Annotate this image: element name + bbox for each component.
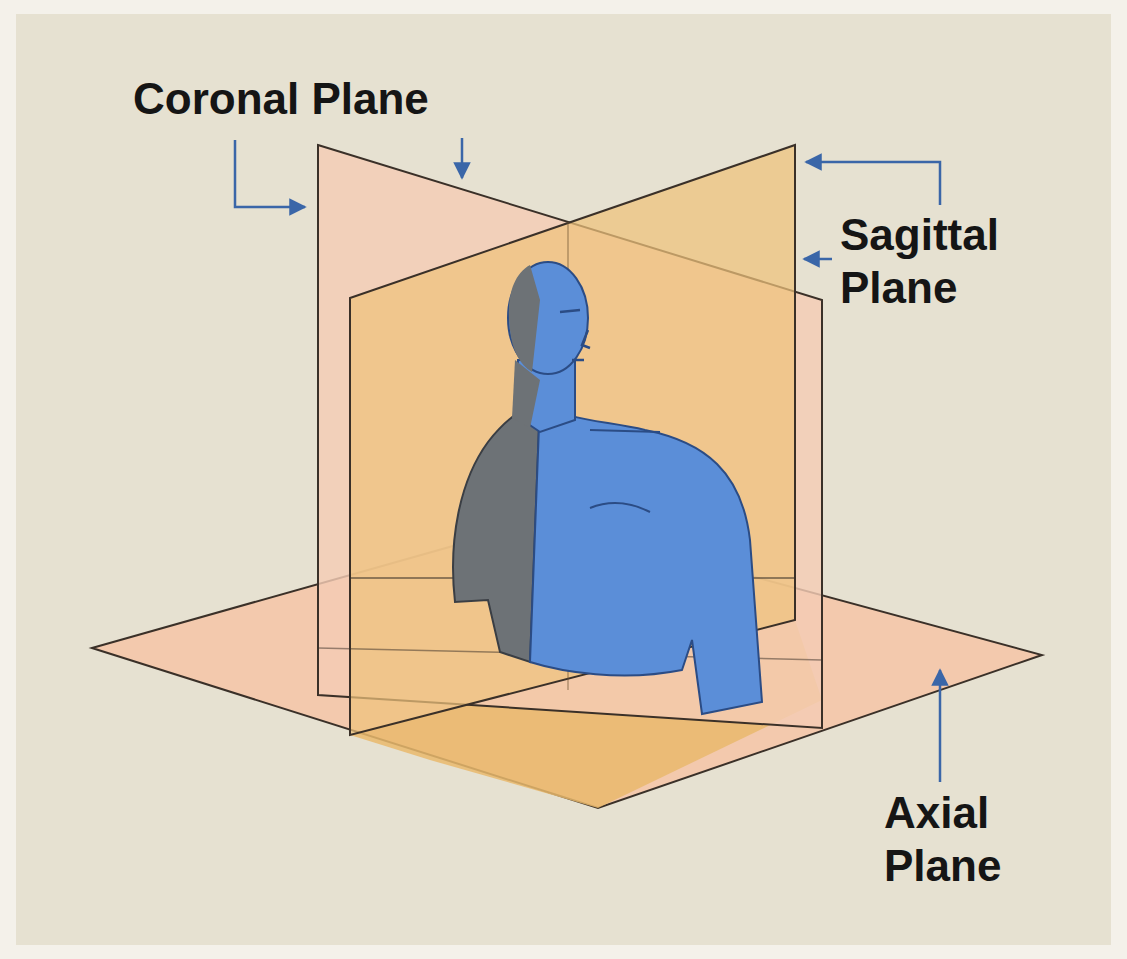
- coronal-leader: [461, 138, 464, 178]
- coronal-leader: [235, 140, 305, 207]
- sagittal-leader: [804, 258, 832, 261]
- sagittal-leader: [806, 162, 940, 205]
- plane-label: Axial Plane: [884, 786, 1064, 892]
- bust-contours: [590, 430, 660, 512]
- bust-lit-half: [530, 400, 762, 714]
- sagittal-plane: [350, 145, 795, 735]
- bust-head-shade: [509, 265, 540, 372]
- human-bust: [453, 262, 762, 714]
- bust-shaded-half: [453, 400, 540, 662]
- bust-face: [560, 310, 590, 360]
- ground: [16, 14, 1111, 945]
- bust-head: [508, 262, 588, 374]
- leader-arrows: [235, 138, 940, 782]
- plane-label: Coronal Plane: [133, 72, 429, 125]
- plane-label: Sagittal Plane: [840, 208, 1045, 314]
- axial-leader: [939, 670, 942, 782]
